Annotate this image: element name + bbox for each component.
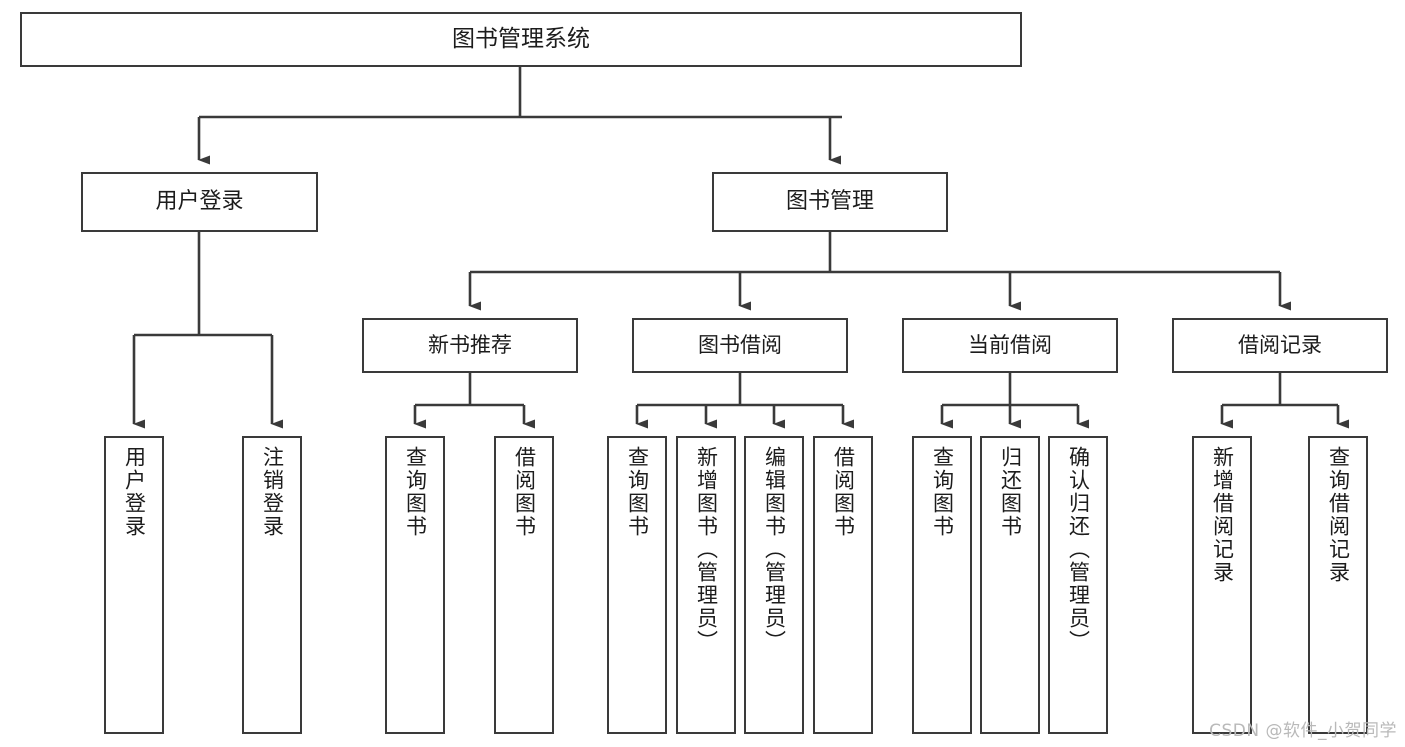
node-leaf-borrow-book-1-label: 借阅图书 xyxy=(512,446,537,538)
node-leaf-query-book-2[interactable]: 查询图书 xyxy=(607,436,667,734)
node-leaf-return-book[interactable]: 归还图书 xyxy=(980,436,1040,734)
node-leaf-query-book-1-label: 查询图书 xyxy=(403,446,428,538)
node-leaf-query-book-3[interactable]: 查询图书 xyxy=(912,436,972,734)
node-leaf-user-login-label: 用户登录 xyxy=(122,446,147,538)
node-leaf-logout-login-label: 注销登录 xyxy=(260,446,285,538)
node-leaf-query-book-3-label: 查询图书 xyxy=(930,446,955,538)
node-borrow-record[interactable]: 借阅记录 xyxy=(1172,318,1388,373)
node-root[interactable]: 图书管理系统 xyxy=(20,12,1022,67)
node-book-manage-label: 图书管理 xyxy=(785,189,874,215)
node-leaf-add-book[interactable]: 新增图书（管理员） xyxy=(676,436,736,734)
node-leaf-confirm-return-label: 确认归还（管理员） xyxy=(1066,446,1091,653)
node-book-borrow-label: 图书借阅 xyxy=(698,333,782,358)
node-new-book-recommend-label: 新书推荐 xyxy=(428,333,512,358)
node-leaf-query-book-2-label: 查询图书 xyxy=(625,446,650,538)
node-current-borrow-label: 当前借阅 xyxy=(968,333,1052,358)
node-leaf-return-book-label: 归还图书 xyxy=(998,446,1023,538)
node-leaf-add-record[interactable]: 新增借阅记录 xyxy=(1192,436,1252,734)
node-user-login[interactable]: 用户登录 xyxy=(81,172,318,232)
node-current-borrow[interactable]: 当前借阅 xyxy=(902,318,1118,373)
node-leaf-query-book-1[interactable]: 查询图书 xyxy=(385,436,445,734)
node-new-book-recommend[interactable]: 新书推荐 xyxy=(362,318,578,373)
node-leaf-borrow-book-1[interactable]: 借阅图书 xyxy=(494,436,554,734)
node-leaf-confirm-return[interactable]: 确认归还（管理员） xyxy=(1048,436,1108,734)
node-leaf-user-login[interactable]: 用户登录 xyxy=(104,436,164,734)
node-book-manage[interactable]: 图书管理 xyxy=(712,172,948,232)
node-leaf-borrow-book-2[interactable]: 借阅图书 xyxy=(813,436,873,734)
node-borrow-record-label: 借阅记录 xyxy=(1238,333,1322,358)
watermark: CSDN @软件_小贺同学 xyxy=(1209,721,1397,741)
node-leaf-logout-login[interactable]: 注销登录 xyxy=(242,436,302,734)
node-leaf-edit-book-label: 编辑图书（管理员） xyxy=(762,446,787,653)
node-book-borrow[interactable]: 图书借阅 xyxy=(632,318,848,373)
node-leaf-borrow-book-2-label: 借阅图书 xyxy=(831,446,856,538)
node-leaf-edit-book[interactable]: 编辑图书（管理员） xyxy=(744,436,804,734)
node-leaf-add-record-label: 新增借阅记录 xyxy=(1210,446,1235,584)
node-leaf-query-record[interactable]: 查询借阅记录 xyxy=(1308,436,1368,734)
node-leaf-query-record-label: 查询借阅记录 xyxy=(1326,446,1351,584)
node-root-label: 图书管理系统 xyxy=(452,25,590,52)
node-user-login-label: 用户登录 xyxy=(155,189,244,215)
node-leaf-add-book-label: 新增图书（管理员） xyxy=(694,446,719,653)
